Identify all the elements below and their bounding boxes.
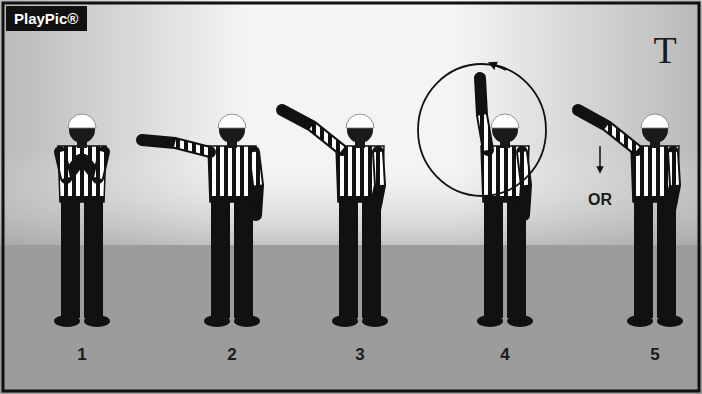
callout-number: 2	[227, 345, 236, 365]
referee-figure	[142, 114, 260, 327]
motion-arrow	[492, 64, 506, 70]
referee-figure	[578, 110, 683, 327]
frame	[3, 3, 699, 391]
logo-box: PlayPic®	[6, 6, 87, 31]
callout-number: 4	[500, 345, 509, 365]
motion-arrow	[599, 146, 601, 170]
callout-number: 5	[650, 345, 659, 365]
referee-figure	[282, 110, 388, 327]
motion-circle	[418, 64, 546, 196]
callout-number: 3	[355, 345, 364, 365]
corner-letter: T	[653, 28, 676, 72]
logo-text: PlayPic®	[14, 10, 79, 27]
or-label: OR	[588, 191, 612, 209]
referee-figure	[477, 78, 533, 327]
referee-figure	[54, 114, 110, 327]
callout-number: 1	[77, 345, 86, 365]
